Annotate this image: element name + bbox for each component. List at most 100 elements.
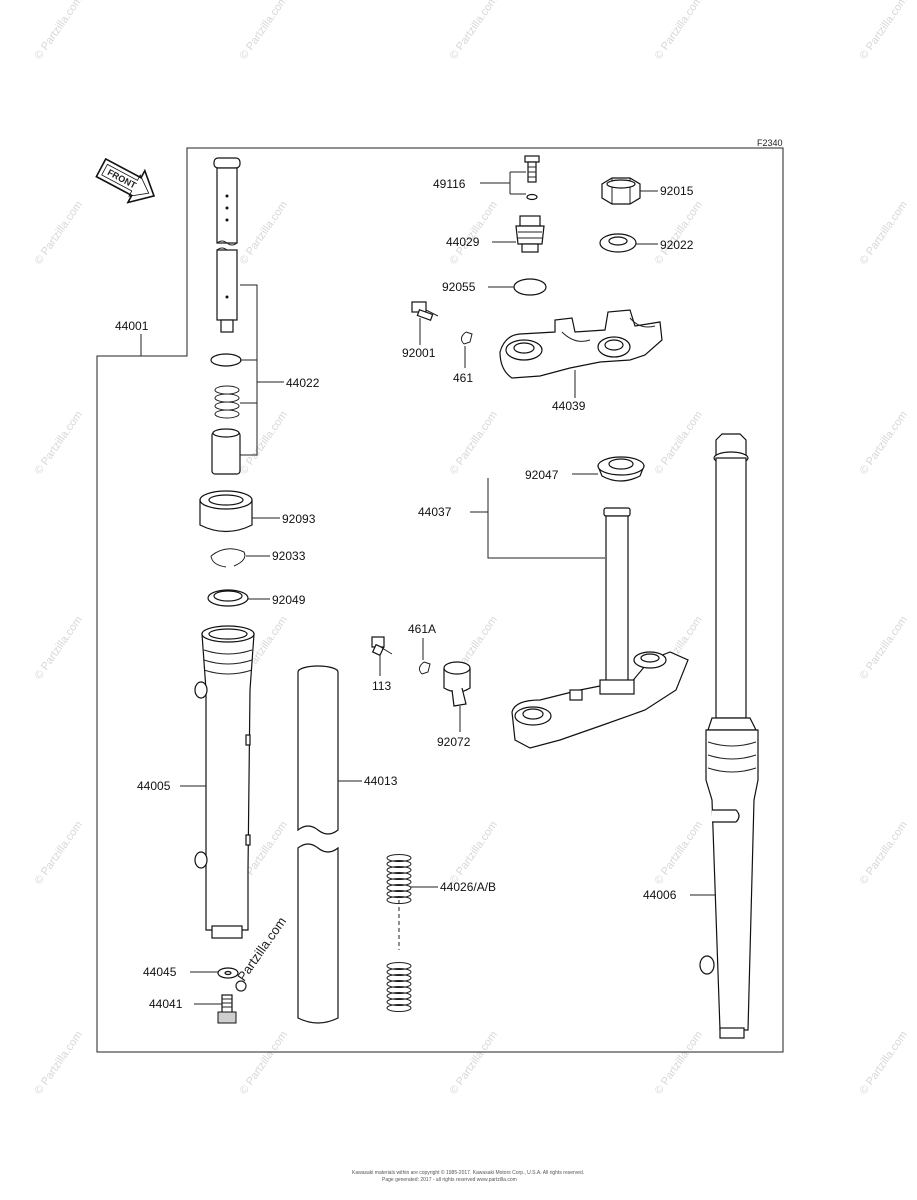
air-valve [524,155,540,201]
part-label-44006: 44006 [643,888,677,902]
part-label-92047: 92047 [525,468,559,482]
spring-coil [386,998,412,1006]
watermark-text: © Partzilla.com [238,0,290,62]
watermark-text: © Partzilla.com [238,1029,290,1097]
part-label-44022: 44022 [286,376,320,390]
upper-bracket [499,309,663,379]
outer-tube [194,625,255,939]
spring-coil [386,890,412,898]
part-label-44045: 44045 [143,965,177,979]
oil-seal [207,589,249,607]
watermark-text: © Partzilla.com [33,199,85,267]
spring-coil [386,980,412,988]
fork-assembly [699,433,759,1039]
part-label-49116: 49116 [433,177,466,191]
spring-coil [386,1004,412,1012]
part-label-92072: 92072 [437,735,471,749]
watermark-text: © Partzilla.com [33,614,85,682]
watermark-text: © Partzilla.com [448,199,500,267]
spring-coil [386,962,412,970]
watermark-text: © Partzilla.com [238,199,290,267]
spring-coil [386,872,412,880]
part-label-461A: 461A [408,622,436,636]
watermark-text: © Partzilla.com [858,409,910,477]
watermark-text: © Partzilla.com [448,1029,500,1097]
spring-coil [386,860,412,868]
watermark-text: © Partzilla.com [858,199,910,267]
dust-seal [199,490,253,533]
part-label-44001: 44001 [115,319,149,333]
watermark-text: © Partzilla.com [653,1029,705,1097]
spring-coil [386,854,412,862]
rebound-spring [214,385,240,419]
front-arrow-icon: FRONT [95,157,156,204]
part-label-44039: 44039 [552,399,586,413]
watermark-text: © Partzilla.com [653,819,705,887]
footer-line-2: Page generated: 2017 - all rights reserv… [382,1177,517,1183]
part-label-92001: 92001 [402,346,436,360]
fork-cap [515,215,545,253]
spring-coil [386,968,412,976]
part-label-92022: 92022 [660,238,694,252]
damper-piston [211,428,241,475]
clip-461 [460,331,473,345]
watermark-text: © Partzilla.com [448,409,500,477]
watermark-text: © Partzilla.com [33,409,85,477]
watermark-text: © Partzilla.com [448,0,500,62]
stem-nut [601,177,641,205]
fork-spring [386,854,412,1012]
steering-stem [511,507,689,749]
spring-coil [386,866,412,874]
watermark-text: © Partzilla.com [858,614,910,682]
retaining-clip [210,548,246,568]
inner-tube [297,665,339,1024]
copyright-icon [235,980,247,992]
leader-44022 [240,284,284,456]
watermark-text: © Partzilla.com [858,1029,910,1097]
watermark-text: © Partzilla.com [238,409,290,477]
spring-coil [386,884,412,892]
part-label-44005: 44005 [137,779,171,793]
part-label-113: 113 [372,679,391,693]
damper-rod [213,157,241,333]
o-ring [513,278,547,296]
watermark-grid: © Partzilla.com © Partzilla.com © Partzill… [33,0,910,1097]
watermark-text: © Partzilla.com [858,819,910,887]
watermark-text: © Partzilla.com [653,409,705,477]
diagram-code: F2340 [757,138,783,148]
part-label-461: 461 [453,371,473,385]
watermark-text: © Partzilla.com [33,0,85,62]
part-label-44037: 44037 [418,505,452,519]
spring-coil [386,878,412,886]
spring-coil [386,974,412,982]
washer [217,967,239,979]
bolt-113 [371,636,393,657]
part-label-92015: 92015 [660,184,694,198]
watermark-text: © Partzilla.com [653,199,705,267]
diagram-frame [96,147,784,1053]
clip-461A [418,661,431,675]
part-label-44013: 44013 [364,774,398,788]
watermark-text: © Partzilla.com [653,0,705,62]
part-label-44026: 44026/A/B [440,880,496,894]
part-label-44029: 44029 [446,235,480,249]
footer-line-1: Kawasaki materials within are copyright … [352,1169,584,1176]
stem-washer [599,233,637,253]
watermark-text: © Partzilla.com [858,0,910,62]
circlip [210,353,242,367]
part-label-92033: 92033 [272,549,306,563]
part-label-92049: 92049 [272,593,306,607]
spring-coil [386,986,412,994]
watermark-text: © Partzilla.com [448,819,500,887]
part-label-44041: 44041 [149,997,183,1011]
cable-guide [443,661,471,707]
part-label-92093: 92093 [282,512,316,526]
drain-bolt [217,994,237,1024]
watermark-text: © Partzilla.com [33,819,85,887]
part-label-92055: 92055 [442,280,476,294]
bearing-cap [597,456,645,482]
spring-coil [386,992,412,1000]
clamp-bolt [411,301,439,321]
watermark-text: © Partzilla.com [33,1029,85,1097]
